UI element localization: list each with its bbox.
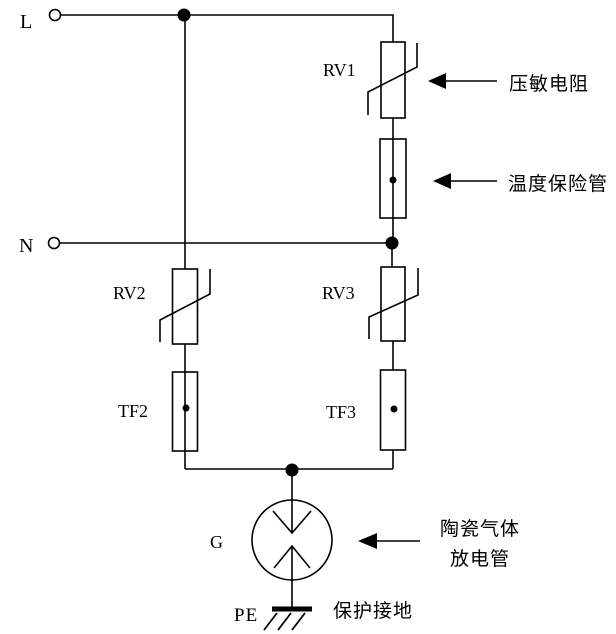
junction-dot-bottom bbox=[285, 463, 299, 477]
arrow-icon bbox=[358, 533, 377, 549]
wire-l-top bbox=[60, 14, 394, 42]
thermal-fuse-tf3-body bbox=[379, 369, 407, 451]
junction-dot-top bbox=[177, 8, 191, 22]
varistor-rv2-body bbox=[171, 268, 199, 345]
terminal-l-circle bbox=[48, 8, 62, 22]
callout-thermal-fuse: 温度保险管 bbox=[508, 173, 608, 195]
thermal-fuse-tf3-dot bbox=[390, 405, 398, 413]
callout-gdt-line1: 陶瓷气体 bbox=[440, 518, 520, 540]
varistor-rv1-stroke bbox=[367, 43, 418, 115]
gas-discharge-tube-bottom-electrode bbox=[273, 544, 311, 569]
component-label-rv2: RV2 bbox=[113, 283, 146, 303]
varistor-rv3-body bbox=[380, 266, 406, 342]
gas-discharge-tube-top-electrode bbox=[272, 510, 312, 535]
component-label-rv1: RV1 bbox=[323, 60, 356, 80]
thermal-fuse-tf1-dot bbox=[389, 176, 397, 184]
terminal-n-label: N bbox=[19, 235, 33, 257]
terminal-pe-label: PE bbox=[234, 605, 258, 626]
callout-protective-earth: 保护接地 bbox=[333, 600, 413, 622]
arrow-icon bbox=[433, 173, 451, 189]
varistor-rv1-body bbox=[380, 41, 406, 119]
junction-dot-n bbox=[385, 236, 399, 250]
varistor-rv3-stroke bbox=[368, 268, 419, 339]
component-label-g: G bbox=[210, 532, 223, 552]
thermal-fuse-tf1-body bbox=[379, 138, 407, 219]
terminal-n-circle bbox=[47, 236, 61, 250]
component-label-tf2: TF2 bbox=[118, 401, 148, 421]
ground-hatching bbox=[263, 612, 306, 631]
varistor-rv2-stroke bbox=[159, 269, 211, 342]
callout-varistor: 压敏电阻 bbox=[509, 73, 589, 95]
arrow-icon bbox=[428, 73, 446, 89]
callout-gdt-line2: 放电管 bbox=[450, 548, 510, 570]
terminal-l-label: L bbox=[20, 11, 32, 33]
thermal-fuse-tf2-body bbox=[171, 371, 199, 452]
component-label-tf3: TF3 bbox=[326, 402, 356, 422]
thermal-fuse-tf2-dot bbox=[182, 404, 190, 412]
gas-discharge-tube-circle bbox=[251, 499, 333, 581]
component-label-rv3: RV3 bbox=[322, 283, 355, 303]
